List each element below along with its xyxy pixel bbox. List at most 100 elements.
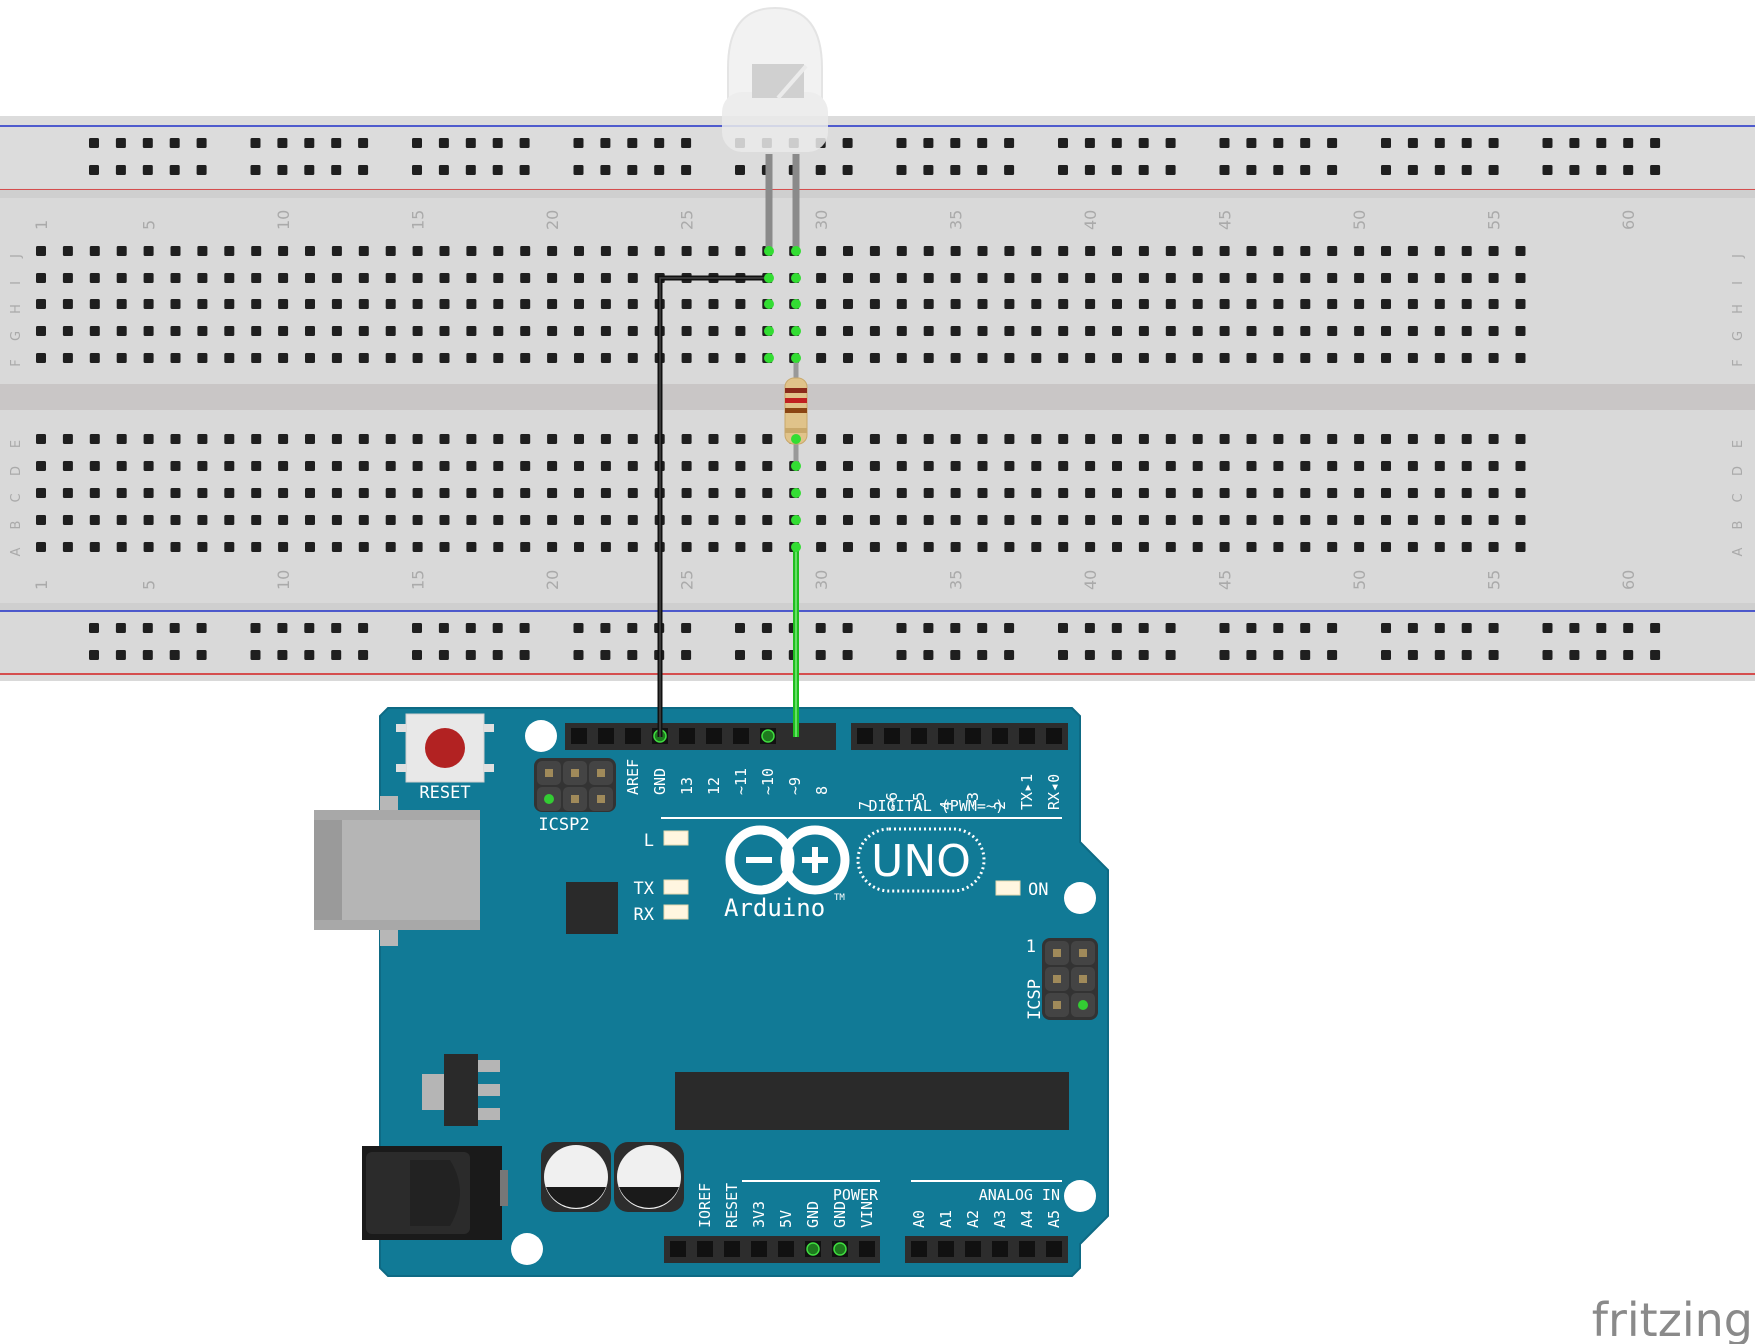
row-letter: I [9, 281, 24, 285]
breadboard-hole [1407, 299, 1418, 309]
power-rail-hole [438, 165, 449, 175]
breadboard-hole [1219, 542, 1230, 552]
power-rail-hole [277, 623, 288, 633]
power-rail-hole [519, 650, 530, 660]
breadboard-hole [1138, 542, 1149, 552]
power-rail-hole [1004, 138, 1015, 148]
row-letter: J [1731, 254, 1746, 259]
breadboard-hole [1407, 515, 1418, 525]
breadboard-hole [466, 542, 477, 552]
power-rail-hole [1219, 138, 1230, 148]
power-rail-hole [250, 623, 261, 633]
breadboard-hole [1273, 488, 1284, 498]
power-header [664, 1236, 880, 1263]
breadboard-hole [170, 434, 181, 444]
breadboard-hole [412, 488, 423, 498]
power-rail-hole [573, 165, 584, 175]
breadboard-hole [520, 461, 531, 471]
breadboard-hole [1515, 515, 1526, 525]
power-rail-hole [1381, 623, 1391, 633]
power-rail-hole [1434, 623, 1445, 633]
power-rail-hole [1488, 623, 1499, 633]
breadboard-hole [116, 488, 127, 498]
breadboard-hole [1434, 461, 1445, 471]
breadboard-hole [816, 542, 827, 552]
atmega-chip [675, 1072, 1069, 1130]
breadboard-hole [1138, 353, 1149, 363]
breadboard-hole [1004, 488, 1015, 498]
column-number: 30 [812, 570, 831, 590]
breadboard-hole [735, 353, 746, 363]
power-rail-hole [331, 165, 342, 175]
header-pin [992, 1241, 1008, 1257]
power-rail-hole [465, 165, 476, 175]
breadboard-hole [600, 434, 611, 444]
power-rail-hole [1165, 138, 1176, 148]
breadboard-hole [1031, 353, 1042, 363]
breadboard-hole [1354, 461, 1365, 471]
header-pin [679, 728, 695, 744]
header-pin [724, 1241, 740, 1257]
header-pin [859, 1241, 875, 1257]
power-rail-hole [1327, 138, 1338, 148]
breadboard-hole [1327, 299, 1338, 309]
power-rail-hole [1327, 623, 1338, 633]
breadboard-hole [1031, 246, 1042, 256]
breadboard-hole [89, 326, 100, 336]
breadboard-hole [278, 515, 289, 525]
breadboard-hole [385, 273, 396, 283]
breadboard-hole [950, 299, 961, 309]
breadboard-hole [62, 542, 73, 552]
breadboard-hole [1058, 434, 1069, 444]
breadboard-hole [977, 515, 988, 525]
power-rail-hole [412, 138, 422, 148]
power-rail-hole [277, 165, 288, 175]
breadboard-hole [950, 515, 961, 525]
breadboard-hole [1354, 434, 1365, 444]
pin-label: ~9 [786, 777, 804, 795]
breadboard-hole [439, 461, 450, 471]
breadboard-hole [224, 488, 235, 498]
breadboard-hole [1246, 299, 1257, 309]
breadboard-hole [197, 461, 208, 471]
breadboard-hole [1192, 461, 1203, 471]
breadboard-hole [305, 326, 315, 336]
power-rail-hole [519, 165, 530, 175]
breadboard-hole [439, 434, 450, 444]
breadboard-hole [412, 326, 423, 336]
breadboard-hole [735, 515, 746, 525]
breadboard-hole [843, 488, 853, 498]
breadboard-hole [89, 353, 100, 363]
breadboard-hole [1354, 246, 1365, 256]
breadboard-hole [1300, 461, 1311, 471]
column-number: 55 [1485, 210, 1504, 230]
breadboard-hole [816, 246, 827, 256]
breadboard-hole [950, 353, 961, 363]
breadboard-hole [547, 542, 558, 552]
breadboard-hole [385, 246, 396, 256]
breadboard-hole [412, 434, 423, 444]
breadboard-hole [977, 299, 988, 309]
breadboard-hole [197, 273, 208, 283]
reset-button[interactable] [396, 713, 494, 783]
breadboard-hole [1461, 299, 1472, 309]
breadboard-hole [843, 326, 853, 336]
breadboard-hole [1515, 246, 1526, 256]
breadboard-hole [1219, 326, 1230, 336]
breadboard-hole [816, 488, 827, 498]
breadboard-hole [977, 434, 988, 444]
breadboard-hole [358, 515, 369, 525]
breadboard-hole [1246, 515, 1257, 525]
header-pin [625, 728, 641, 744]
breadboard-hole [1381, 542, 1391, 552]
power-rail-hole [761, 650, 772, 660]
breadboard-hole [1300, 353, 1311, 363]
power-rail-hole [1650, 623, 1661, 633]
led-on [995, 880, 1021, 896]
power-rail-hole [196, 623, 207, 633]
connected-hole [791, 273, 801, 283]
breadboard-hole [1192, 515, 1203, 525]
breadboard-hole [896, 434, 907, 444]
power-rail-hole [573, 138, 584, 148]
